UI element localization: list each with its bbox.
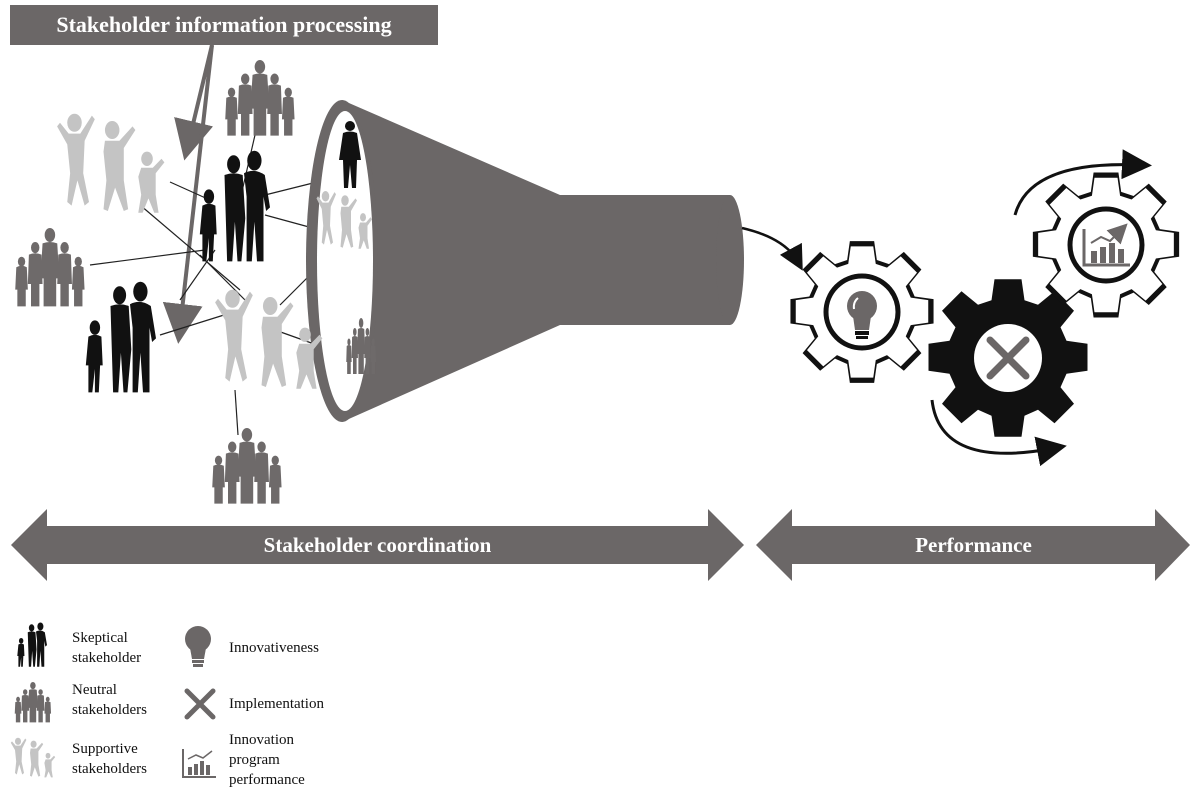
legend-innovativeness-label: Innovativeness bbox=[229, 640, 319, 656]
supportive-group-center bbox=[215, 289, 323, 389]
gear-innovativeness bbox=[790, 241, 934, 383]
chart-icon bbox=[1082, 223, 1130, 267]
legend-supportive-text: Supportive stakeholders bbox=[72, 739, 147, 779]
funnel-skeptical-person bbox=[339, 121, 361, 188]
legend-implementation-label: Implementation bbox=[229, 696, 324, 712]
funnel-to-gears-arrow bbox=[741, 226, 803, 271]
legend-performance-line2: program bbox=[229, 752, 280, 768]
legend-lightbulb-icon bbox=[185, 626, 211, 667]
legend-implementation-text: Implementation bbox=[229, 694, 324, 714]
legend-neutral-line2: stakeholders bbox=[72, 702, 147, 718]
legend-tools-icon bbox=[184, 688, 216, 720]
diagram-title: Stakeholder information processing bbox=[56, 12, 392, 37]
legend-skeptical-icon bbox=[17, 622, 47, 667]
rotation-arrow-bottom bbox=[930, 399, 1067, 467]
title-pointer-arrows bbox=[162, 44, 214, 344]
rotation-arrow-top bbox=[1013, 149, 1152, 216]
legend-neutral-icon bbox=[14, 682, 52, 723]
legend-performance-line1: Innovation bbox=[229, 732, 294, 748]
legend-supportive-line2: stakeholders bbox=[72, 761, 147, 777]
legend-skeptical-line2: stakeholder bbox=[72, 650, 142, 666]
supportive-group-top-left bbox=[57, 113, 165, 213]
legend-neutral-text: Neutral stakeholders bbox=[72, 680, 147, 720]
performance-text: Performance bbox=[915, 532, 1032, 557]
legend-supportive-line1: Supportive bbox=[72, 741, 138, 757]
gear-performance bbox=[1032, 172, 1180, 318]
skeptical-family-left bbox=[85, 281, 156, 393]
performance-label: Performance bbox=[792, 526, 1155, 564]
neutral-group-bottom bbox=[212, 428, 282, 504]
stakeholder-coordination-arrow bbox=[11, 509, 744, 581]
legend-neutral-line1: Neutral bbox=[72, 682, 117, 698]
gear-implementation bbox=[928, 279, 1088, 437]
legend-skeptical-text: Skeptical stakeholder bbox=[72, 628, 141, 668]
legend-supportive-icon bbox=[10, 737, 56, 778]
lightbulb-icon bbox=[847, 291, 877, 339]
skeptical-family-top bbox=[199, 150, 270, 262]
legend-innovativeness-text: Innovativeness bbox=[229, 638, 319, 658]
legend-chart-icon bbox=[182, 749, 216, 778]
legend-skeptical-line1: Skeptical bbox=[72, 630, 128, 646]
stakeholder-coordination-text: Stakeholder coordination bbox=[263, 532, 492, 557]
wrench-screwdriver-icon bbox=[986, 336, 1030, 380]
legend-performance-line3: performance bbox=[229, 772, 305, 788]
neutral-group-top bbox=[225, 60, 295, 136]
legend-performance-text: Innovation program performance bbox=[229, 730, 305, 790]
neutral-group-left bbox=[15, 228, 85, 307]
performance-arrow bbox=[756, 509, 1190, 581]
stakeholder-coordination-label: Stakeholder coordination bbox=[47, 526, 708, 564]
title-box: Stakeholder information processing bbox=[10, 5, 438, 45]
